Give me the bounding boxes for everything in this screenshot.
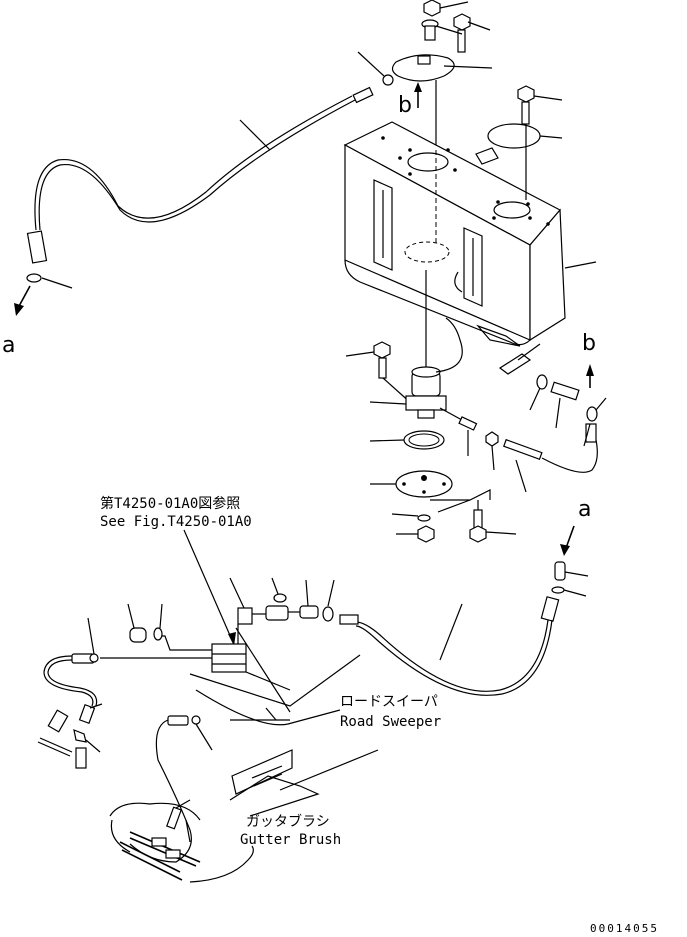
sender-neck — [417, 409, 435, 419]
union-fitting-2 — [299, 605, 319, 619]
harness-connector-top — [352, 86, 374, 104]
tank-top-tab — [475, 147, 499, 165]
cover-nut — [382, 74, 394, 86]
harness-right-end — [339, 614, 359, 625]
arrow-a-right: a — [560, 497, 591, 556]
plate-bolt-head — [469, 525, 487, 543]
union-washer-2 — [322, 606, 334, 622]
right-grommet — [586, 406, 598, 422]
clamp-bolt — [550, 381, 580, 401]
road-sweeper-label-en: Road Sweeper — [340, 714, 441, 730]
sender-bolt-shank — [378, 357, 387, 379]
tee-fitting — [237, 607, 253, 625]
tank-side-face — [529, 208, 566, 342]
gutter-brush-assembly: ガッタブラシ Gutter Brush — [109, 715, 341, 883]
cover-fitting — [417, 55, 431, 65]
right-connector — [585, 423, 597, 443]
reference-note: 第T4250-01A0図参照 See Fig.T4250-01A0 — [100, 495, 252, 646]
harness-right-connector-a — [554, 561, 566, 581]
wire-connector-tube — [503, 438, 543, 461]
sender-top — [411, 366, 441, 378]
sender-bolt-head — [373, 341, 391, 359]
harness-grommet — [26, 273, 42, 283]
tank-filler-opening — [493, 201, 531, 219]
road-sweeper-label-jp: ロードスイーパ — [340, 694, 438, 710]
brush-block-2 — [165, 849, 181, 859]
left-pipe — [75, 747, 87, 769]
ref-label-jp: 第T4250-01A0図参照 — [100, 495, 240, 512]
clamp-washer — [536, 374, 548, 390]
sender-washer — [417, 514, 431, 522]
gutter-hose-end — [167, 715, 189, 726]
union-washer-1 — [273, 593, 287, 603]
left-fitting-2 — [47, 709, 69, 733]
arrow-b-top: b — [398, 82, 422, 118]
arrow-a-left-label: a — [2, 333, 15, 358]
drawing-number: 00014055 — [590, 922, 659, 935]
filler-parts — [487, 85, 563, 200]
road-sweeper-frame: ロードスイーパ Road Sweeper — [189, 627, 441, 817]
union-fitting-1 — [265, 605, 289, 621]
arrow-b-right-label: b — [582, 331, 596, 356]
plug-fitting — [129, 627, 147, 643]
sender-nut — [417, 525, 435, 543]
left-nut — [73, 729, 87, 743]
fuel-sender-assembly — [345, 270, 517, 543]
plug-washer — [153, 627, 163, 641]
harness-right-grommet — [551, 586, 565, 594]
arrow-b-top-label: b — [398, 93, 412, 118]
harness-clamp — [498, 353, 532, 375]
gutter-hose-nut — [191, 715, 201, 725]
arrow-a-right-label: a — [578, 497, 591, 522]
top-bolt-shank — [457, 29, 466, 53]
brush-fitting — [166, 806, 182, 830]
harness-right — [339, 561, 589, 696]
ref-label-en: See Fig.T4250-01A0 — [100, 514, 252, 530]
sender-terminal — [458, 416, 478, 431]
sender-flange — [405, 395, 447, 411]
left-hose-nut — [89, 653, 99, 663]
manifold-block — [211, 643, 247, 673]
middle-fittings — [37, 577, 335, 769]
harness-connector-left — [26, 230, 48, 264]
tank-top-opening — [407, 152, 449, 172]
top-cover-assembly — [357, 0, 493, 150]
arrow-b-right: b — [582, 331, 596, 388]
harness-right-connector-b — [540, 596, 560, 622]
brush-block-1 — [151, 837, 167, 847]
filler-gasket — [487, 123, 541, 149]
gutter-brush-label-jp: ガッタブラシ — [246, 813, 330, 830]
sender-cover-plate — [391, 54, 455, 82]
gutter-brush-label-en: Gutter Brush — [240, 832, 341, 848]
filler-bolt-shank — [521, 101, 530, 125]
sender-wiring — [439, 343, 607, 493]
filler-bolt-head — [517, 85, 535, 103]
top-bolt-head — [453, 13, 471, 31]
top-nut — [423, 0, 441, 17]
harness-left: a — [2, 86, 374, 358]
fuel-tank — [343, 121, 597, 347]
top-stud — [424, 25, 436, 41]
left-fitting-1 — [78, 704, 96, 724]
sender-terminal-nut — [485, 431, 499, 447]
